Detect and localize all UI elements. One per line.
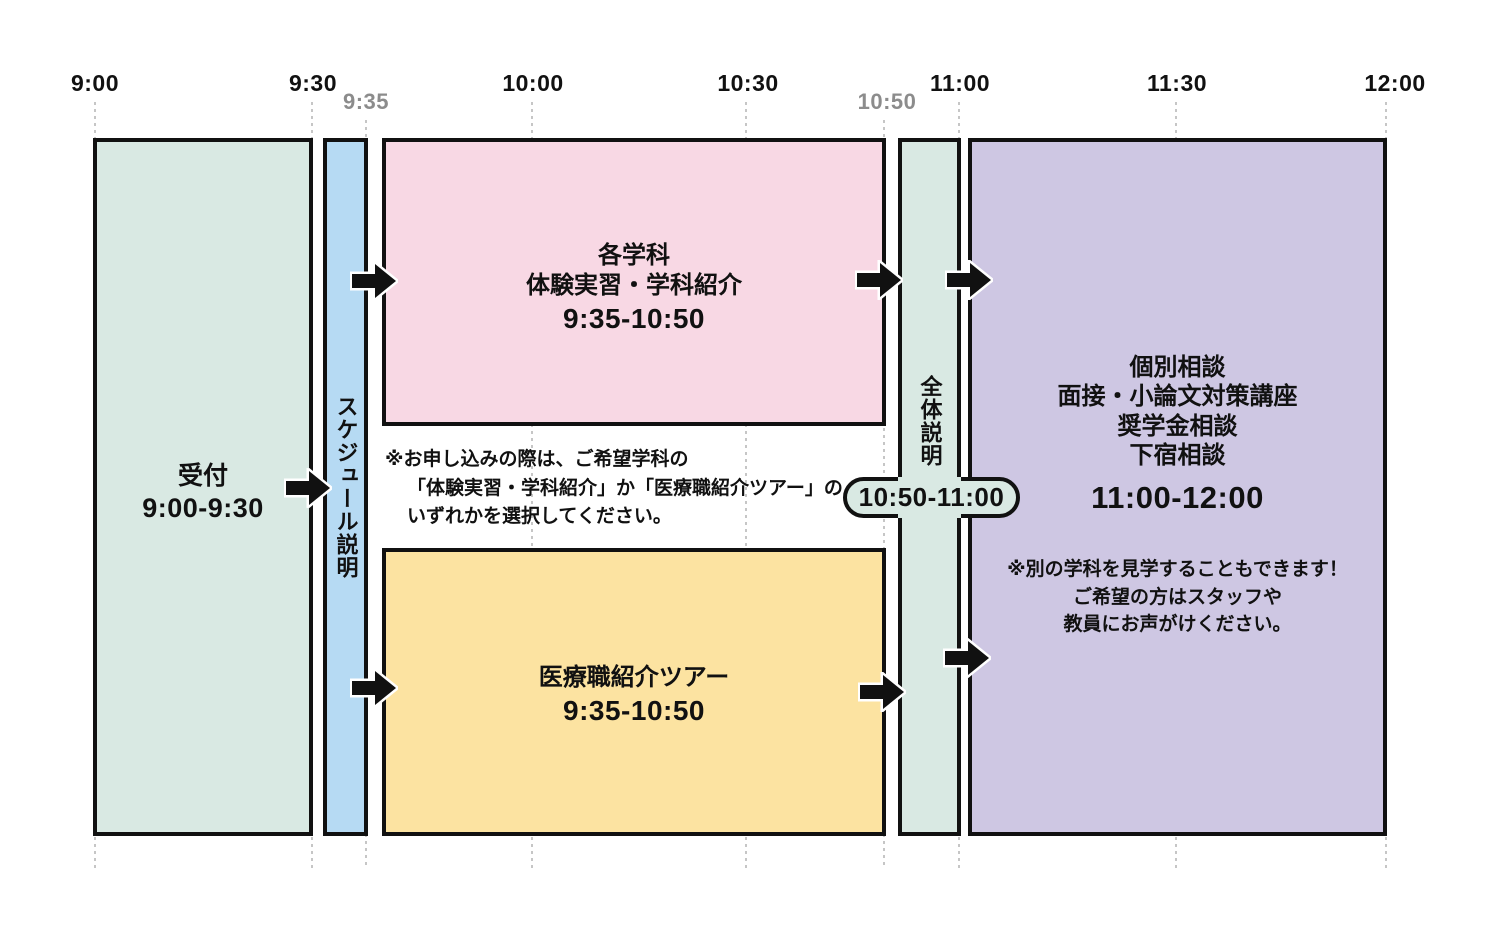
schedule-briefing-title: スケジュール説明 [333,395,359,579]
arrow-right-icon [350,668,398,708]
arrow-right-icon [855,260,903,300]
time-gridline [745,102,747,868]
individual-consult-note-line: ご希望の方はスタッフや [1072,586,1282,608]
application-note-line: ※お申し込みの際は、ご希望学科の [385,449,689,470]
overall-briefing-time: 10:50-11:00 [858,482,1005,512]
individual-consult-note-line: 教員にお声がけください。 [1063,614,1292,636]
department-sessions-time: 9:35-10:50 [563,303,705,334]
event-reception-box [93,138,313,836]
time-label: 10:00 [502,70,564,96]
application-note-line: いずれかを選択してください。 [407,506,672,527]
individual-consult-line: 面接・小論文対策講座 [1057,383,1298,411]
time-label: 10:30 [717,70,779,96]
individual-consult-note-line: ※別の学科を見学することもできます！ [1007,559,1348,580]
time-label: 10:50 [857,89,917,114]
application-note-line: 「体験実習・学科紹介」か「医療職紹介ツアー」の [407,477,843,499]
arrow-right-icon [284,468,332,508]
time-label: 9:00 [70,70,120,96]
department-sessions-title-line2: 体験実習・学科紹介 [526,272,742,299]
individual-consult-line: 個別相談 [1129,354,1226,381]
time-label: 12:00 [1364,70,1426,96]
arrow-right-icon [858,672,906,712]
time-gridline [531,102,533,868]
time-label: 9:35 [342,89,390,114]
arrow-right-icon [943,638,991,678]
arrow-right-icon [945,260,993,300]
department-sessions-title-line1: 各学科 [598,242,670,269]
overall-briefing-title: 全体説明 [917,375,943,467]
reception-time: 9:00-9:30 [142,493,264,524]
reception-title: 受付 [177,462,228,490]
individual-consult-line: 下宿相談 [1129,441,1226,469]
event-department-sessions-box [382,138,886,426]
individual-consult-line: 奨学金相談 [1117,412,1238,440]
time-pill-joint [898,477,961,518]
time-label: 11:30 [1146,70,1208,96]
time-label: 9:30 [288,70,338,96]
medical-tour-time: 9:35-10:50 [563,695,705,726]
individual-consult-time: 11:00-12:00 [1091,480,1264,516]
arrow-right-icon [350,261,398,301]
time-label: 11:00 [929,70,991,96]
medical-tour-title: 医療職紹介ツアー [538,664,730,691]
